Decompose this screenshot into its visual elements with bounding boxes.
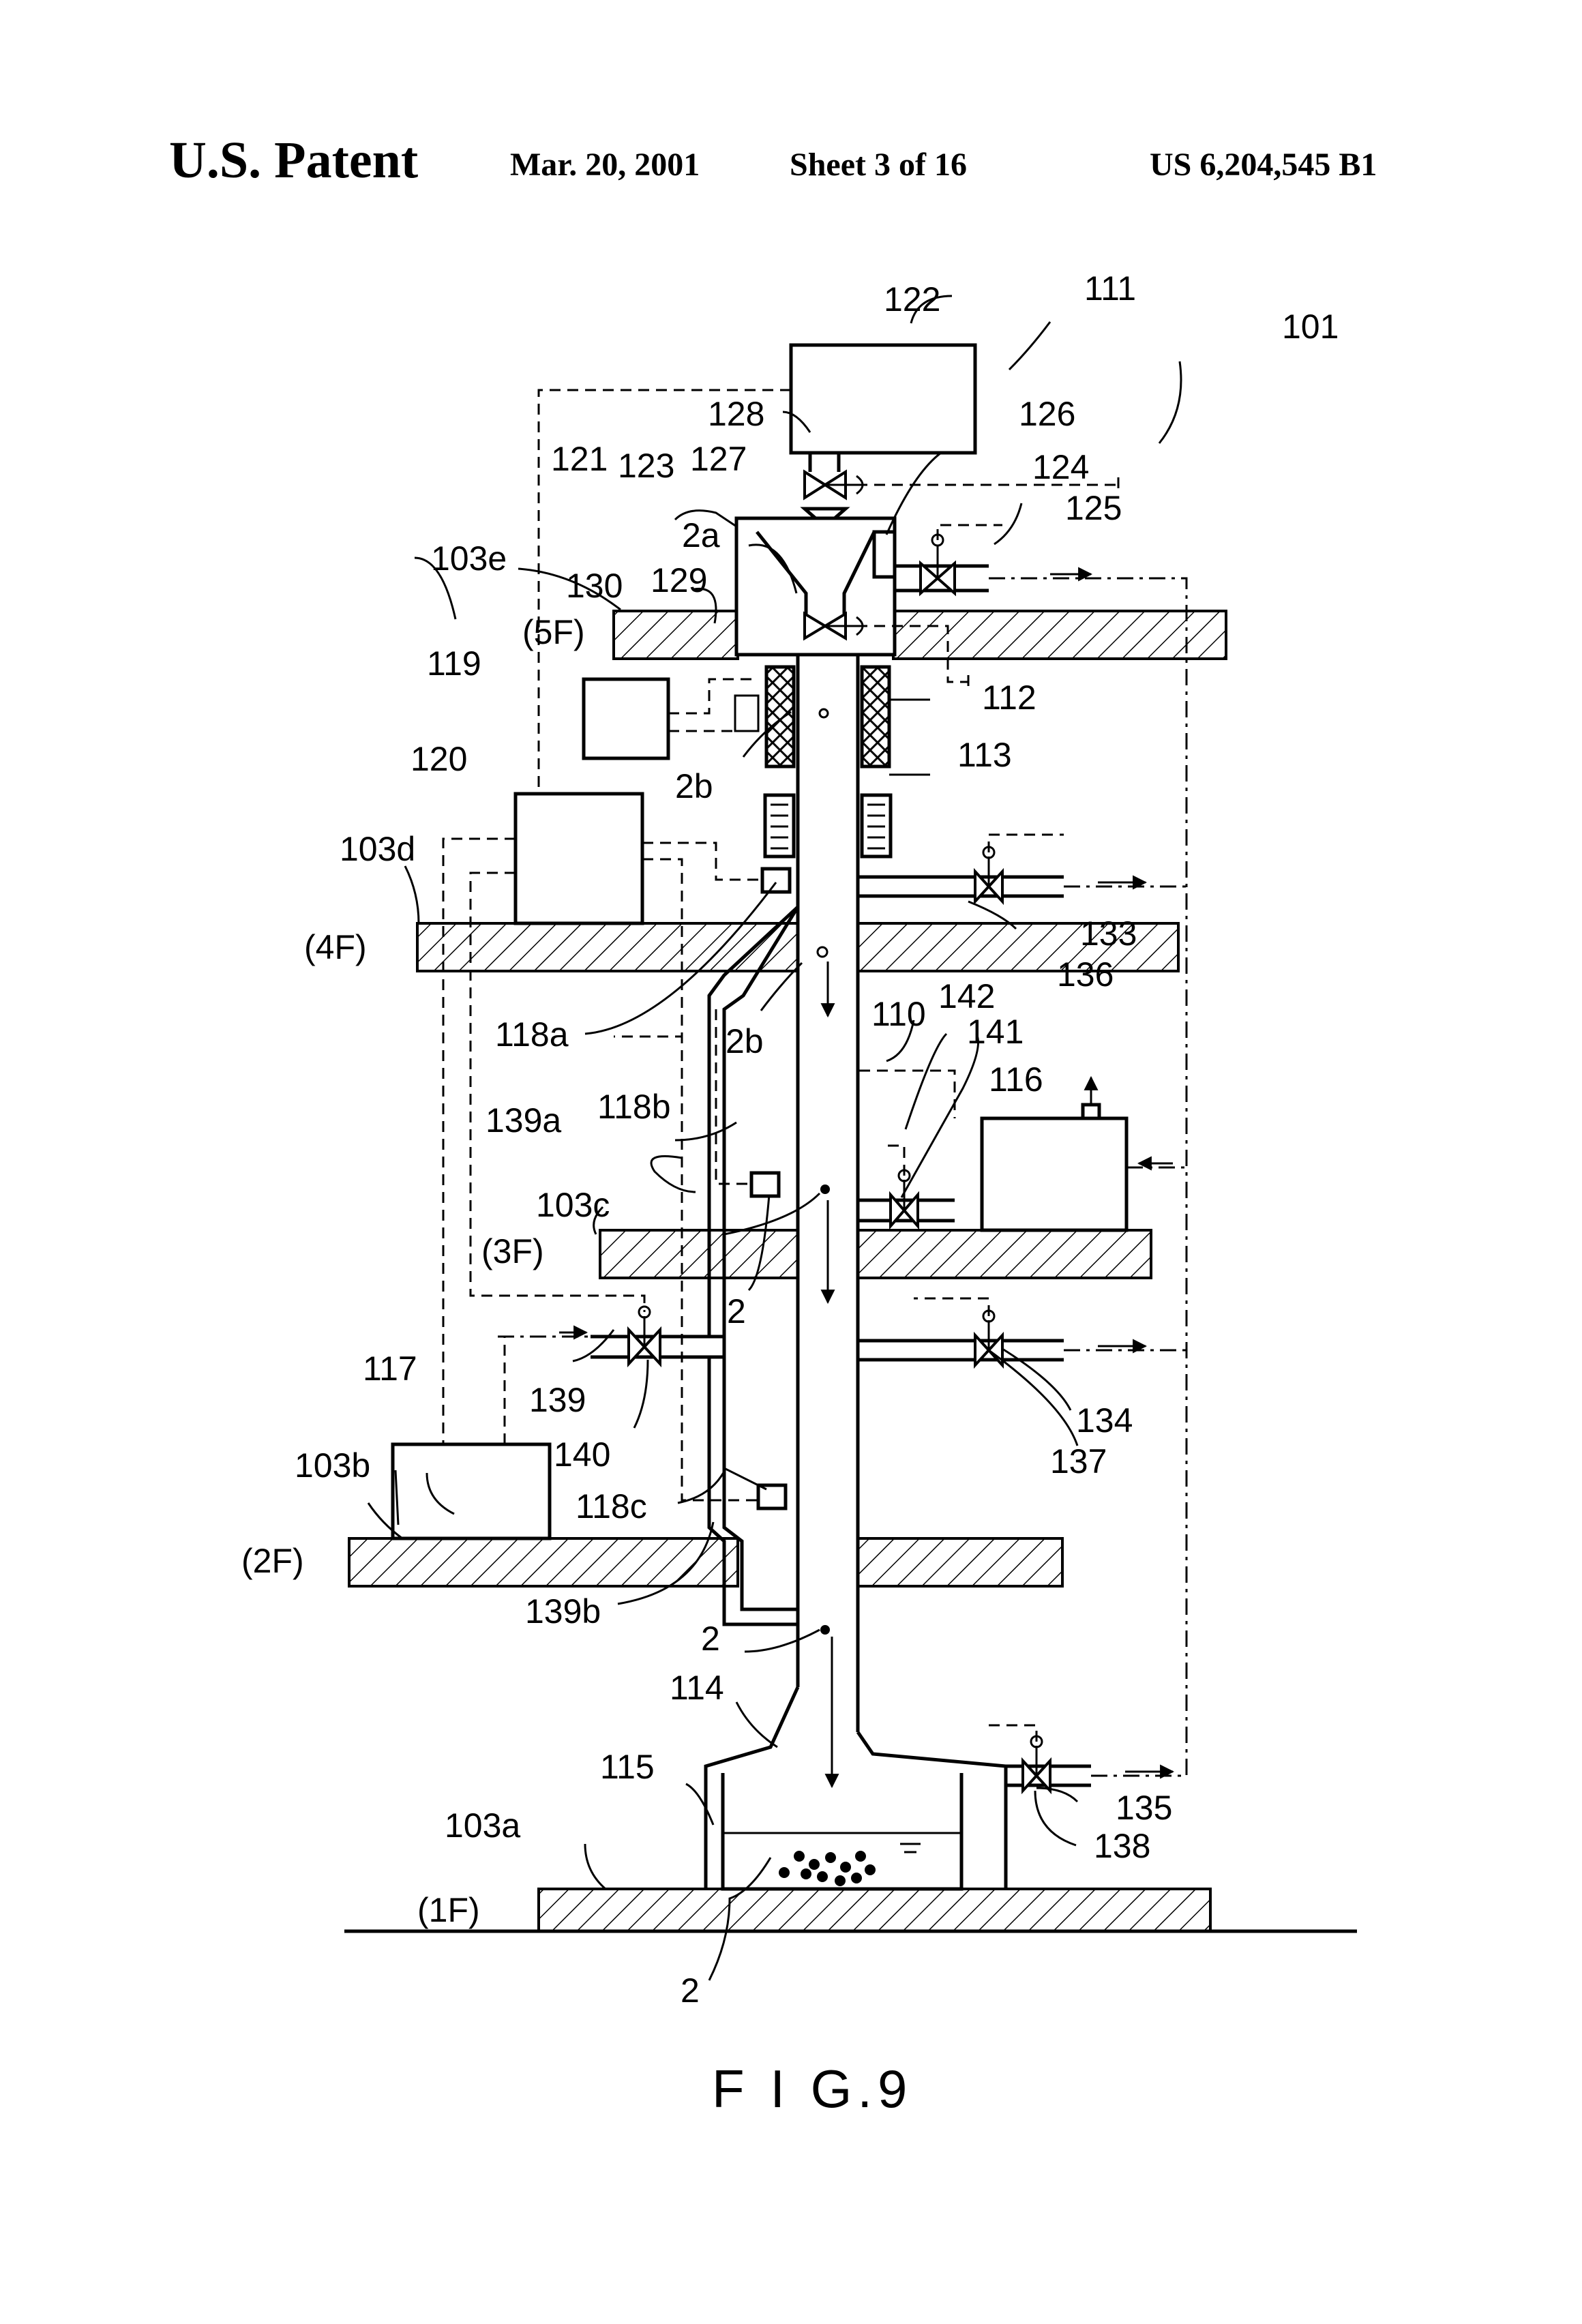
coils [735,667,891,856]
floor-label-1f: (1F) [417,1891,480,1929]
ref-140: 140 [554,1435,610,1474]
ref-103d: 103d [340,830,415,868]
ref-127: 127 [690,440,747,478]
ref-139b: 139b [525,1592,601,1630]
ref-136: 136 [1057,955,1114,994]
ref-111: 111 [1084,269,1136,308]
figure-caption: F I G.9 [712,2059,912,2119]
ref-117: 117 [363,1350,417,1388]
ref-124: 124 [1032,448,1089,486]
ref-120: 120 [411,740,467,778]
ref-2-low: 2 [701,1620,720,1658]
ref-2b-top: 2b [675,767,713,805]
ref-139: 139 [529,1381,586,1419]
floor-label-4f: (4F) [304,928,367,966]
ref-129: 129 [651,561,707,599]
ref-118a: 118a [495,1015,569,1054]
ref-142: 142 [938,977,995,1015]
floor-slabs [344,611,1357,1931]
floor-label-5f: (5F) [522,613,585,651]
ref-114: 114 [670,1669,724,1707]
ref-126: 126 [1019,395,1075,433]
ref-101: 101 [1282,308,1339,346]
top-assembly [736,345,989,655]
ref-130: 130 [566,567,623,605]
ref-141: 141 [967,1013,1024,1051]
floor-label-3f: (3F) [481,1232,544,1270]
ref-137: 137 [1050,1442,1107,1480]
ref-2a: 2a [682,516,720,554]
ref-112: 112 [982,679,1036,717]
ref-2-mid: 2 [727,1292,746,1330]
ref-2-bottom: 2 [681,1971,700,2010]
ref-103e: 103e [431,539,507,578]
ref-128: 128 [708,395,764,433]
ref-138: 138 [1094,1827,1150,1865]
ref-119: 119 [427,644,481,683]
ref-139a: 139a [486,1101,561,1139]
ref-103a: 103a [445,1806,520,1845]
ref-134: 134 [1076,1401,1133,1440]
ref-110: 110 [871,995,926,1033]
ref-118b: 118b [597,1088,671,1126]
ref-113: 113 [957,736,1012,774]
ref-122: 122 [884,280,940,318]
ref-125: 125 [1065,489,1122,527]
ref-133: 133 [1080,914,1137,953]
ref-123: 123 [618,447,674,485]
ref-135: 135 [1116,1789,1172,1827]
ref-103c: 103c [536,1186,610,1224]
ref-103b: 103b [295,1446,370,1485]
ref-2b-mid: 2b [726,1022,764,1060]
ref-116: 116 [989,1060,1043,1099]
ref-121: 121 [551,440,608,478]
floor-label-2f: (2F) [241,1542,304,1580]
ref-118c: 118c [576,1487,647,1525]
ref-115: 115 [600,1748,655,1786]
